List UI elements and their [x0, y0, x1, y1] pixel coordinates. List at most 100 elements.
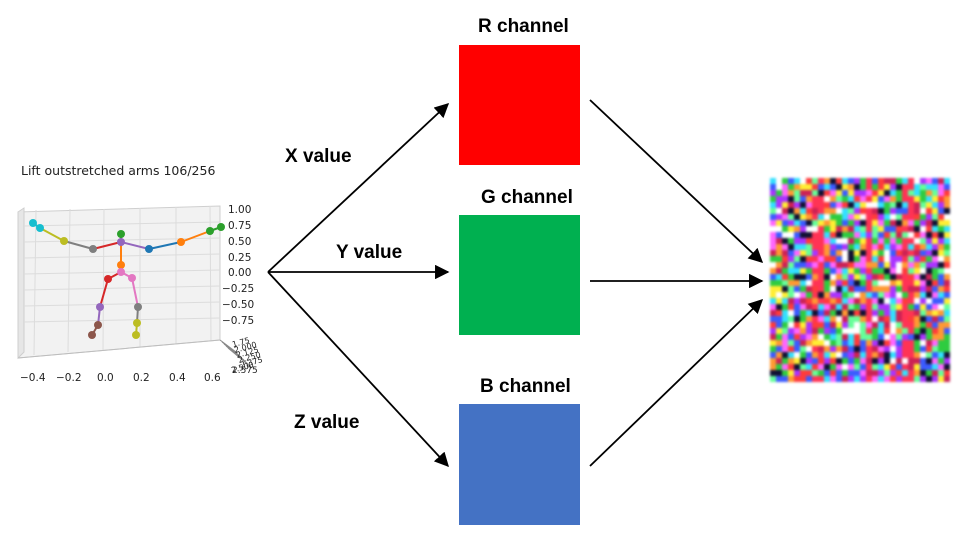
noise-pixel [920, 190, 926, 196]
noise-pixel [818, 220, 824, 226]
noise-pixel [872, 328, 878, 334]
noise-pixel [854, 178, 860, 184]
noise-pixel [884, 340, 890, 346]
noise-pixel [914, 178, 920, 184]
noise-pixel [824, 304, 830, 310]
noise-pixel [878, 352, 884, 358]
noise-pixel [830, 220, 836, 226]
x-tick: 0.2 [133, 372, 150, 384]
noise-pixel [920, 202, 926, 208]
noise-pixel [884, 232, 890, 238]
noise-pixel [884, 310, 890, 316]
noise-pixel [938, 238, 944, 244]
noise-pixel [842, 256, 848, 262]
noise-pixel [848, 376, 854, 382]
noise-pixel [842, 376, 848, 382]
noise-pixel [902, 226, 908, 232]
noise-pixel [890, 334, 896, 340]
noise-pixel [944, 298, 950, 304]
noise-pixel [902, 322, 908, 328]
noise-pixel [866, 226, 872, 232]
noise-pixel [872, 316, 878, 322]
noise-pixel [776, 280, 782, 286]
encoded-image-pixels [770, 178, 950, 382]
noise-pixel [800, 250, 806, 256]
noise-pixel [842, 358, 848, 364]
noise-pixel [860, 334, 866, 340]
noise-pixel [776, 220, 782, 226]
noise-pixel [884, 358, 890, 364]
noise-pixel [932, 250, 938, 256]
noise-pixel [920, 334, 926, 340]
noise-pixel [824, 322, 830, 328]
noise-pixel [932, 352, 938, 358]
noise-pixel [776, 304, 782, 310]
noise-pixel [926, 220, 932, 226]
noise-pixel [824, 274, 830, 280]
noise-pixel [908, 370, 914, 376]
noise-pixel [944, 322, 950, 328]
noise-pixel [884, 370, 890, 376]
noise-pixel [902, 196, 908, 202]
noise-pixel [812, 196, 818, 202]
noise-pixel [920, 322, 926, 328]
noise-pixel [902, 208, 908, 214]
noise-pixel [896, 334, 902, 340]
noise-pixel [896, 178, 902, 184]
noise-pixel [932, 316, 938, 322]
noise-pixel [932, 202, 938, 208]
noise-pixel [866, 328, 872, 334]
noise-pixel [902, 352, 908, 358]
noise-pixel [860, 244, 866, 250]
x-tick: 0.4 [169, 372, 186, 384]
noise-pixel [848, 190, 854, 196]
noise-pixel [932, 220, 938, 226]
noise-pixel [824, 268, 830, 274]
noise-pixel [932, 268, 938, 274]
noise-pixel [944, 292, 950, 298]
noise-pixel [890, 256, 896, 262]
noise-pixel [902, 346, 908, 352]
noise-pixel [896, 292, 902, 298]
noise-pixel [770, 238, 776, 244]
noise-pixel [770, 310, 776, 316]
noise-pixel [866, 262, 872, 268]
noise-pixel [914, 256, 920, 262]
noise-pixel [788, 310, 794, 316]
noise-pixel [944, 214, 950, 220]
x-tick: 0.0 [97, 372, 114, 384]
noise-pixel [824, 190, 830, 196]
noise-pixel [812, 244, 818, 250]
noise-pixel [890, 358, 896, 364]
noise-pixel [938, 328, 944, 334]
noise-pixel [782, 208, 788, 214]
noise-pixel [812, 286, 818, 292]
noise-pixel [902, 328, 908, 334]
noise-pixel [908, 376, 914, 382]
noise-pixel [770, 214, 776, 220]
noise-pixel [884, 334, 890, 340]
noise-pixel [938, 286, 944, 292]
noise-pixel [794, 196, 800, 202]
noise-pixel [848, 238, 854, 244]
noise-pixel [926, 202, 932, 208]
noise-pixel [794, 226, 800, 232]
noise-pixel [854, 358, 860, 364]
noise-pixel [854, 334, 860, 340]
noise-pixel [782, 292, 788, 298]
noise-pixel [926, 178, 932, 184]
noise-pixel [824, 232, 830, 238]
noise-pixel [800, 334, 806, 340]
noise-pixel [914, 196, 920, 202]
noise-pixel [908, 304, 914, 310]
noise-pixel [818, 274, 824, 280]
noise-pixel [806, 364, 812, 370]
noise-pixel [800, 322, 806, 328]
noise-pixel [866, 202, 872, 208]
noise-pixel [914, 292, 920, 298]
noise-pixel [848, 208, 854, 214]
noise-pixel [932, 196, 938, 202]
noise-pixel [860, 364, 866, 370]
noise-pixel [878, 376, 884, 382]
noise-pixel [938, 298, 944, 304]
